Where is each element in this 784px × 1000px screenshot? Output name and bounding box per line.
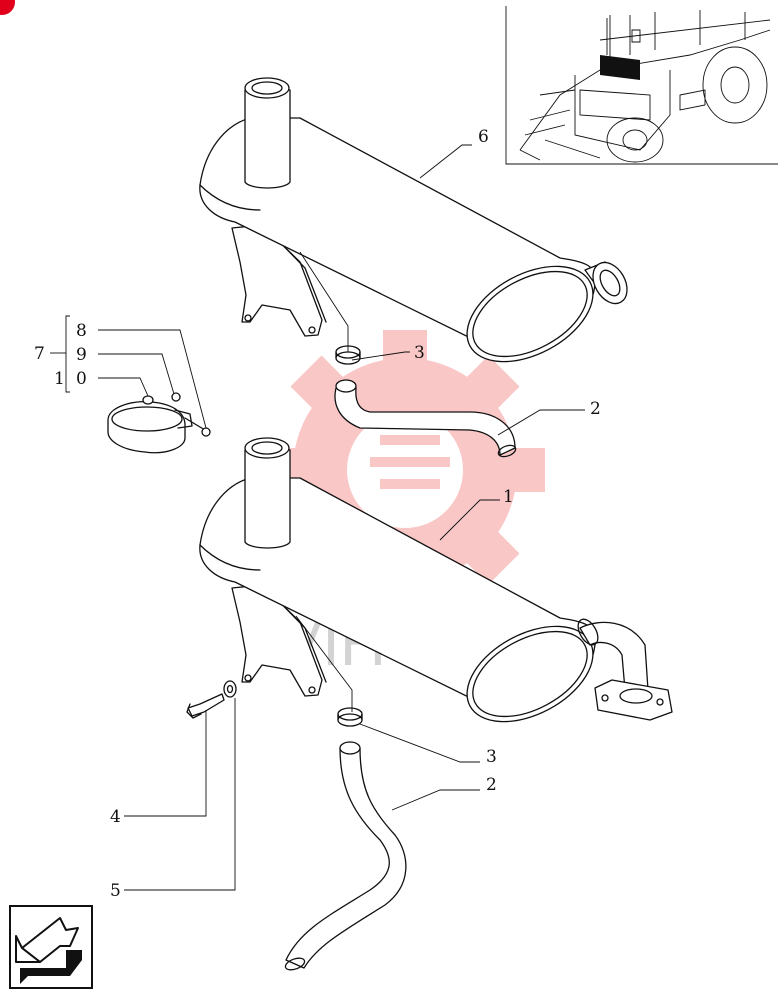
callout-5: 5 (110, 881, 121, 901)
callout-3-lower: 3 (486, 747, 497, 767)
callout-10-digit-1: 1 (54, 369, 65, 389)
callout-8: 8 (76, 321, 87, 341)
callout-2-upper: 2 (590, 399, 601, 419)
hose-upper (334, 379, 517, 458)
hose-lower (284, 741, 407, 971)
tractor-inset-view (505, 6, 778, 165)
callout-6: 6 (478, 127, 489, 147)
callout-7: 7 (34, 344, 45, 364)
hose-clamp-upper (335, 345, 361, 365)
muffler-clamp-assembly (107, 392, 211, 454)
corner-badge (0, 0, 15, 15)
callout-9: 9 (76, 345, 87, 365)
muffler-upper (199, 77, 628, 363)
arrow-left-icon[interactable] (9, 905, 93, 989)
hose-clamp-lower (337, 707, 363, 727)
muffler-lower (199, 437, 673, 723)
callout-10-digit-0: 0 (76, 369, 87, 389)
callout-2-lower: 2 (486, 775, 497, 795)
bolt-and-washer (186, 680, 237, 719)
callout-1: 1 (503, 487, 514, 507)
callout-3-upper: 3 (414, 343, 425, 363)
callout-4: 4 (110, 807, 121, 827)
